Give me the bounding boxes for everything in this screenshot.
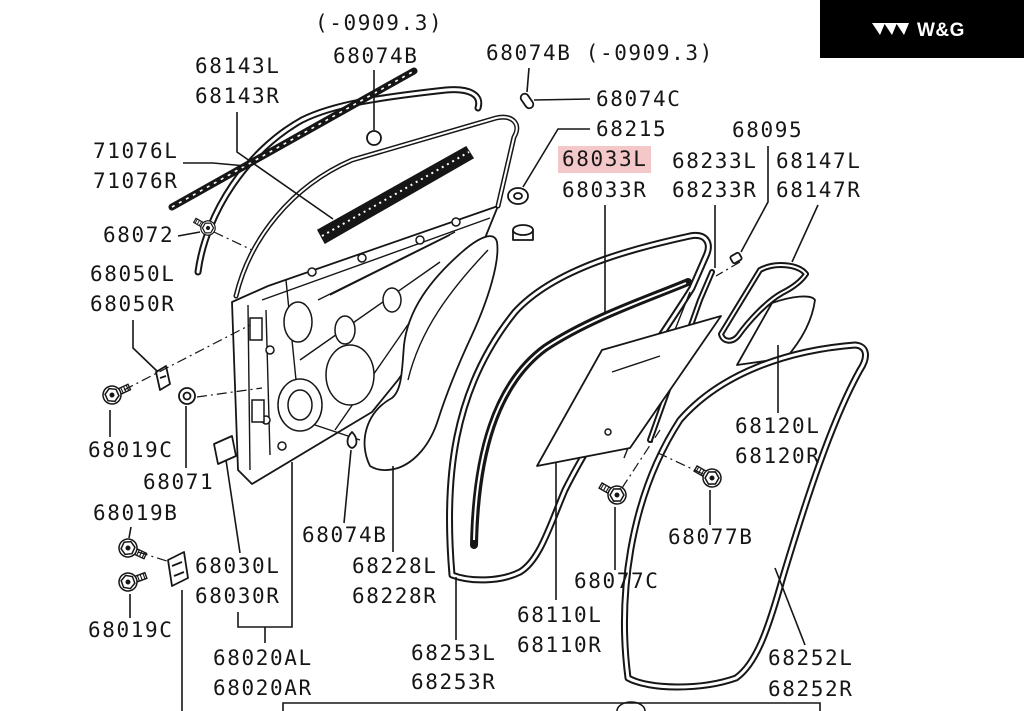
part-label-68077b: 68077B [668,525,753,549]
door-panel [194,86,520,485]
part-label-68030l: 68030L [195,554,280,578]
part-label-68033r: 68033R [562,178,647,202]
part-label-68074b-lower: 68074B [302,523,387,547]
bolt-68077b [690,459,726,492]
grommet-68215 [507,187,534,241]
part-label-68020al: 68020AL [213,646,313,670]
brand-logo: W&G [820,0,1024,58]
bolt-68019b [115,535,150,565]
part-label-68019b: 68019B [93,501,178,525]
quarter-glass [736,295,816,366]
part-label-68147r: 68147R [776,178,861,202]
part-label-68050r: 68050R [90,292,175,316]
date-note-68074b-top: (-0909.3) [315,11,443,35]
clip-68074b-lower [346,431,358,449]
bolt-68019c-lower [115,566,150,595]
bottom-detail-box [282,701,821,711]
door-weatherstrip [445,231,712,584]
part-label-68077c: 68077C [574,569,659,593]
leader-lines [109,67,819,711]
belt-weatherstrip [316,145,475,245]
part-label-68228l: 68228L [352,554,437,578]
part-label-68215: 68215 [596,117,667,141]
part-label-68233l: 68233L [672,149,757,173]
part-label-71076r: 71076R [93,169,178,193]
door-sealing-screen [363,235,499,471]
part-label-68252r: 68252R [768,677,853,701]
bracket-68050 [155,365,171,391]
quarter-weatherstrip [718,262,809,344]
part-label-68020ar: 68020AR [213,676,313,700]
part-label-68120l: 68120L [735,414,820,438]
part-label-68143l: 68143L [195,54,280,78]
bolt-68019c-upper [99,378,134,408]
part-label-68110r: 68110R [517,633,602,657]
hinge-68020a [167,551,189,587]
mounting-guide-lines [123,231,741,563]
clip-68074c [519,92,535,110]
part-label-71076l: 71076L [93,139,178,163]
part-label-68252l: 68252L [768,646,853,670]
glass-run-channel [470,278,692,549]
part-label-68095: 68095 [732,118,803,142]
part-label-68071: 68071 [143,470,214,494]
part-label-68030r: 68030R [195,584,280,608]
part-label-68033l-highlighted: 68033L [562,147,647,171]
part-label-68019c-upper: 68019C [88,438,173,462]
part-label-68143r: 68143R [195,84,280,108]
part-label-68074b-top: 68074B [333,44,418,68]
part-label-68074b-right: 68074B (-0909.3) [486,41,714,65]
part-label-68253l: 68253L [411,641,496,665]
brand-background [820,0,1024,58]
part-label-68147l: 68147L [776,149,861,173]
part-highlight [558,146,651,173]
part-label-68110l: 68110L [517,603,602,627]
triple-chevron-logo-icon [872,23,909,35]
clip-68095 [729,251,743,265]
clip-68071 [178,387,196,405]
bracket-68030 [213,435,237,465]
part-label-68050l: 68050L [90,262,175,286]
bolt-68077c [595,476,631,509]
door-opening-weatherstrip [621,341,869,691]
brand-name: W&G [917,20,965,41]
part-number-labels: (-0909.3) 68074B 68074B (-0909.3) 68143L… [88,11,861,701]
part-label-68074c: 68074C [596,87,681,111]
clip-68074b-top [366,130,382,146]
door-glass [536,315,722,467]
part-label-68072: 68072 [103,223,174,247]
part-label-68019c-lower: 68019C [88,618,173,642]
part-label-68120r: 68120R [735,444,820,468]
part-label-68253r: 68253R [411,670,496,694]
part-label-68233r: 68233R [672,178,757,202]
part-label-68228r: 68228R [352,584,437,608]
